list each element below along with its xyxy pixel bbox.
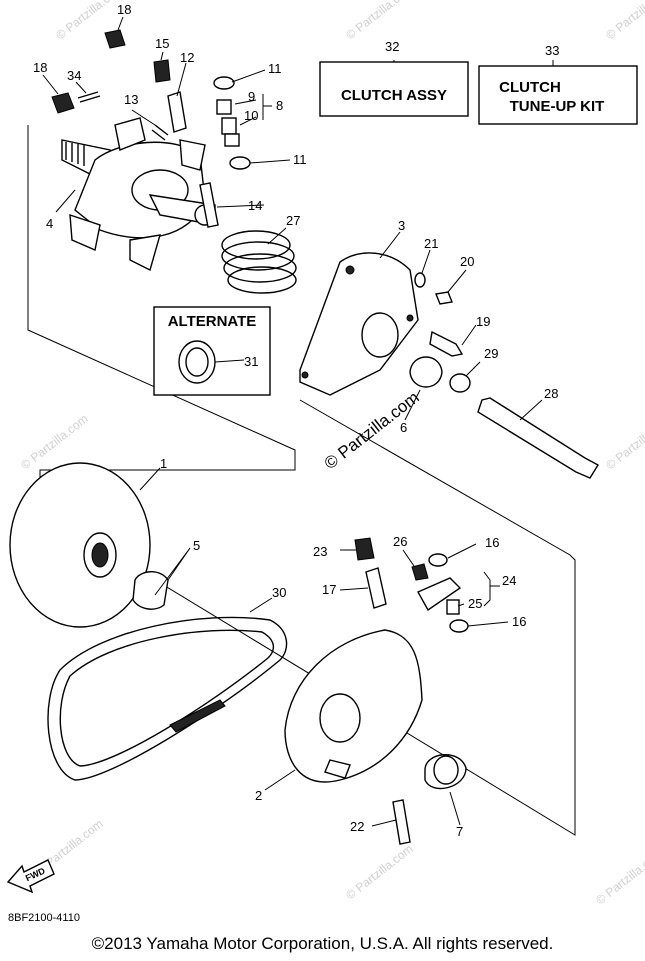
watermark-faint-7: © Partzilla.com bbox=[593, 847, 645, 908]
slider-26 bbox=[411, 563, 429, 581]
slider-block-18a bbox=[104, 29, 126, 49]
watermark-main: © Partzilla.com bbox=[321, 388, 423, 474]
bushing-5 bbox=[132, 571, 169, 610]
watermark-faint-5: © Partzilla.com bbox=[603, 412, 645, 473]
bolt-20 bbox=[435, 291, 453, 305]
callout-3: 3 bbox=[398, 218, 405, 233]
callout-15: 15 bbox=[155, 36, 169, 51]
callout-32: 32 bbox=[385, 39, 399, 54]
washer-16b bbox=[449, 619, 469, 633]
bushing-7 bbox=[424, 753, 467, 790]
callout-33: 33 bbox=[545, 43, 559, 58]
callout-8: 8 bbox=[276, 98, 283, 113]
callout-20: 20 bbox=[460, 254, 474, 269]
slider-block-18b bbox=[51, 92, 75, 114]
spider-hub-part bbox=[61, 117, 216, 272]
bolt-28 bbox=[477, 397, 599, 479]
callout-18b: 18 bbox=[33, 60, 47, 75]
callout-9: 9 bbox=[248, 89, 255, 104]
leader-lines bbox=[42, 16, 554, 827]
callout-1: 1 bbox=[160, 456, 167, 471]
spring-27 bbox=[221, 230, 297, 294]
clutch-assy-label: CLUTCH ASSY bbox=[341, 87, 447, 104]
callout-11a: 11 bbox=[268, 61, 282, 76]
pin-34 bbox=[77, 91, 101, 103]
copyright-notice: ©2013 Yamaha Motor Corporation, U.S.A. A… bbox=[91, 934, 554, 953]
pin-17 bbox=[365, 567, 387, 609]
sheave-1 bbox=[9, 462, 151, 628]
callout-16a: 16 bbox=[485, 535, 499, 550]
washer-21 bbox=[414, 272, 426, 288]
bolt-14 bbox=[199, 182, 219, 228]
bushing-25 bbox=[446, 599, 460, 615]
callout-14: 14 bbox=[248, 198, 262, 213]
callout-2: 2 bbox=[255, 788, 262, 803]
callout-30: 30 bbox=[272, 585, 286, 600]
bolt-22 bbox=[392, 799, 411, 845]
callout-27: 27 bbox=[286, 213, 300, 228]
diagram-code: 8BF2100-4110 bbox=[8, 912, 80, 924]
nut-23 bbox=[354, 537, 375, 561]
callout-19: 19 bbox=[476, 314, 490, 329]
callout-numbers: 18 15 12 18 34 11 9 8 10 13 11 14 4 27 3… bbox=[33, 2, 559, 839]
collar-29 bbox=[449, 373, 471, 393]
callout-26: 26 bbox=[393, 534, 407, 549]
callout-31: 31 bbox=[244, 354, 258, 369]
callout-16b: 16 bbox=[512, 614, 526, 629]
callout-6: 6 bbox=[400, 420, 407, 435]
callout-34: 34 bbox=[67, 68, 81, 83]
callout-12: 12 bbox=[180, 50, 194, 65]
washer-16a bbox=[428, 553, 448, 567]
callout-18a: 18 bbox=[117, 2, 131, 17]
callout-22: 22 bbox=[350, 819, 364, 834]
bushing-6 bbox=[409, 356, 443, 388]
callout-17: 17 bbox=[322, 582, 336, 597]
callout-10: 10 bbox=[244, 108, 258, 123]
callout-28: 28 bbox=[544, 386, 558, 401]
tuneup-label-line2: TUNE-UP KIT bbox=[510, 98, 605, 115]
callout-25: 25 bbox=[468, 596, 482, 611]
callout-24: 24 bbox=[502, 573, 516, 588]
tuneup-label-line1: CLUTCH bbox=[499, 79, 561, 96]
alternate-box: ALTERNATE bbox=[153, 306, 271, 396]
callout-21: 21 bbox=[424, 236, 438, 251]
bolt-13 bbox=[151, 124, 169, 141]
callout-23: 23 bbox=[313, 544, 327, 559]
callout-13: 13 bbox=[124, 92, 138, 107]
fwd-arrow-icon: FWD bbox=[6, 859, 55, 894]
weight-24 bbox=[417, 577, 462, 612]
callout-7: 7 bbox=[456, 824, 463, 839]
cover-part bbox=[299, 252, 419, 396]
watermark-faint-2: © Partzilla.com bbox=[343, 0, 415, 42]
alternate-label: ALTERNATE bbox=[168, 313, 257, 330]
watermark-faint-6: © Partzilla.com bbox=[343, 842, 415, 903]
washers-bushing-8 bbox=[213, 76, 251, 170]
pulley-2 bbox=[284, 629, 423, 783]
callout-5: 5 bbox=[193, 538, 200, 553]
drive-belt-30 bbox=[47, 616, 288, 781]
callout-29: 29 bbox=[484, 346, 498, 361]
clutch-tuneup-kit-box: CLUTCH TUNE-UP KIT bbox=[478, 65, 638, 125]
clutch-assy-box: CLUTCH ASSY bbox=[319, 61, 469, 117]
pin-12 bbox=[167, 91, 187, 133]
bolt-19 bbox=[429, 330, 464, 357]
callout-4: 4 bbox=[46, 216, 53, 231]
callout-11b: 11 bbox=[293, 152, 307, 167]
watermark-faint-3: © Partzilla.com bbox=[603, 0, 645, 42]
nut-15 bbox=[153, 59, 171, 83]
